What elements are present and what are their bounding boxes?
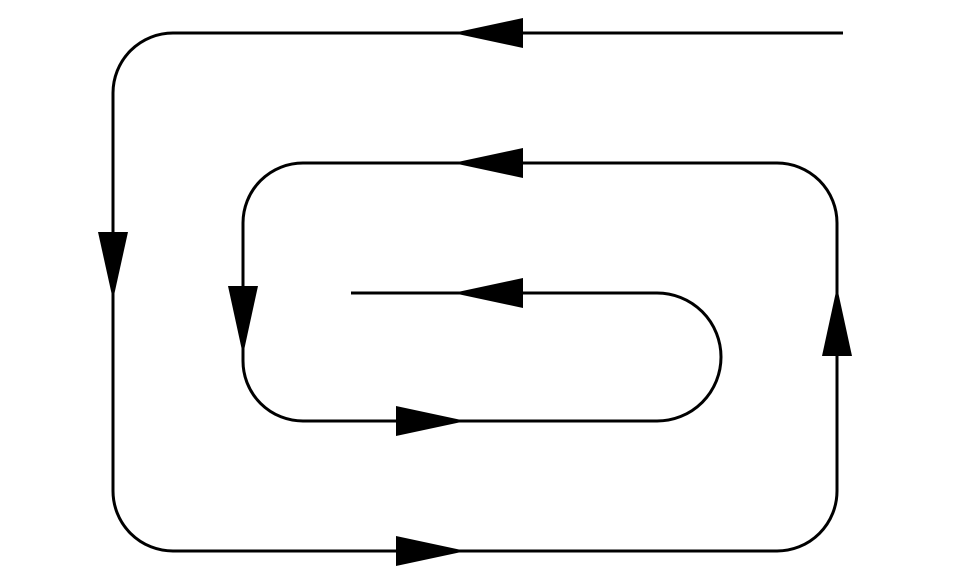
arrow-up-icon	[822, 287, 852, 356]
arrow-left-icon	[453, 18, 523, 48]
arrow-right-icon	[396, 406, 466, 436]
arrow-left-icon	[453, 148, 523, 178]
spiral-flow-path	[111, 31, 843, 553]
arrow-down-icon	[98, 232, 128, 300]
arrow-down-icon	[228, 286, 258, 355]
arrow-right-icon	[396, 536, 466, 566]
arrow-left-icon	[453, 278, 523, 308]
